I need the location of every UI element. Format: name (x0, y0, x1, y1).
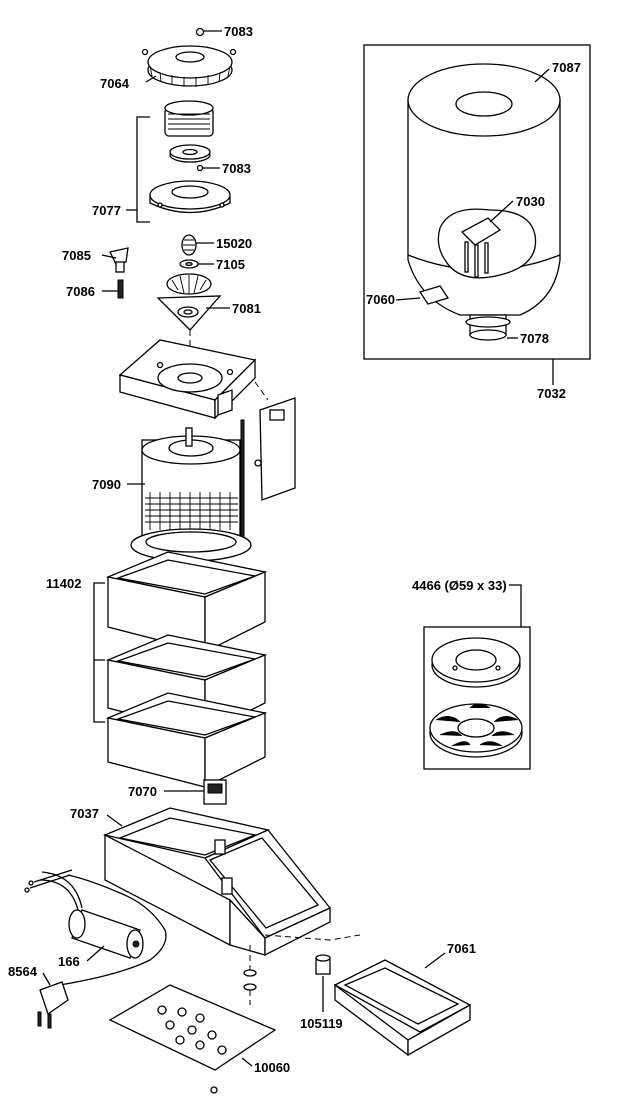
label-7078: 7078 (520, 331, 549, 346)
part-10060-bottom-plate (108, 984, 277, 1094)
part-7086-pin (117, 279, 124, 299)
part-burr-wheel (166, 273, 212, 295)
part-7061-drip-tray (333, 959, 472, 1057)
label-7105: 7105 (216, 257, 245, 272)
label-7061: 7061 (447, 941, 476, 956)
part-washer-2 (243, 983, 257, 991)
label-11402: 11402 (46, 576, 81, 591)
label-166: 166 (58, 954, 80, 969)
label-7032: 7032 (537, 386, 566, 401)
part-15020 (181, 234, 197, 256)
label-7083-top: 7083 (224, 24, 253, 39)
part-motor-mount-plate (118, 339, 296, 501)
part-7064-top-ring (141, 45, 237, 87)
label-15020: 15020 (216, 236, 252, 251)
label-7086: 7086 (66, 284, 95, 299)
part-166-capacitor (68, 909, 144, 959)
label-7060: 7060 (366, 292, 395, 307)
label-7083-mid: 7083 (222, 161, 251, 176)
part-105119-foot (315, 954, 331, 975)
label-7037: 7037 (70, 806, 99, 821)
label-7077: 7077 (92, 203, 121, 218)
part-7081-bracket (156, 295, 222, 331)
part-long-rod (240, 419, 245, 549)
label-10060: 10060 (254, 1060, 290, 1075)
part-washer-1 (243, 969, 257, 977)
part-7037-main-base (102, 807, 332, 957)
label-7081: 7081 (232, 301, 261, 316)
label-7085: 7085 (62, 248, 91, 263)
part-7077-grinder-assembly (149, 100, 231, 214)
part-7070-switch (203, 779, 227, 805)
label-7064: 7064 (100, 76, 130, 91)
part-7090-motor (130, 427, 252, 562)
label-7090: 7090 (92, 477, 121, 492)
part-7083-top-screw (195, 27, 205, 37)
part-7085-lever (109, 247, 129, 273)
label-7030: 7030 (516, 194, 545, 209)
label-105119: 105119 (300, 1016, 343, 1031)
burr-detail-box (423, 626, 531, 770)
label-4466: 4466 (Ø59 x 33) (412, 578, 507, 593)
label-8564: 8564 (8, 964, 38, 979)
label-7087: 7087 (552, 60, 581, 75)
part-7105-washer (179, 259, 199, 269)
part-11402-casing-block-3 (105, 692, 268, 789)
label-7070: 7070 (128, 784, 157, 799)
hopper-detail-box (363, 44, 591, 360)
part-8564-power-plug (37, 981, 69, 1029)
part-11402-casing-block-1 (105, 551, 268, 654)
